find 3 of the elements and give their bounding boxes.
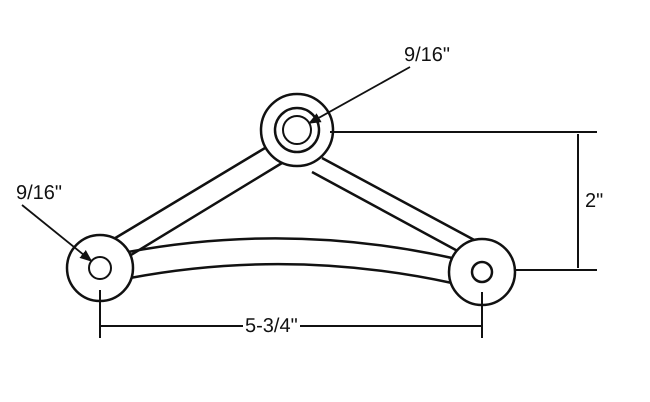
bolt-hole <box>282 115 312 145</box>
leader-line <box>21 204 92 262</box>
leader-line <box>308 66 410 124</box>
